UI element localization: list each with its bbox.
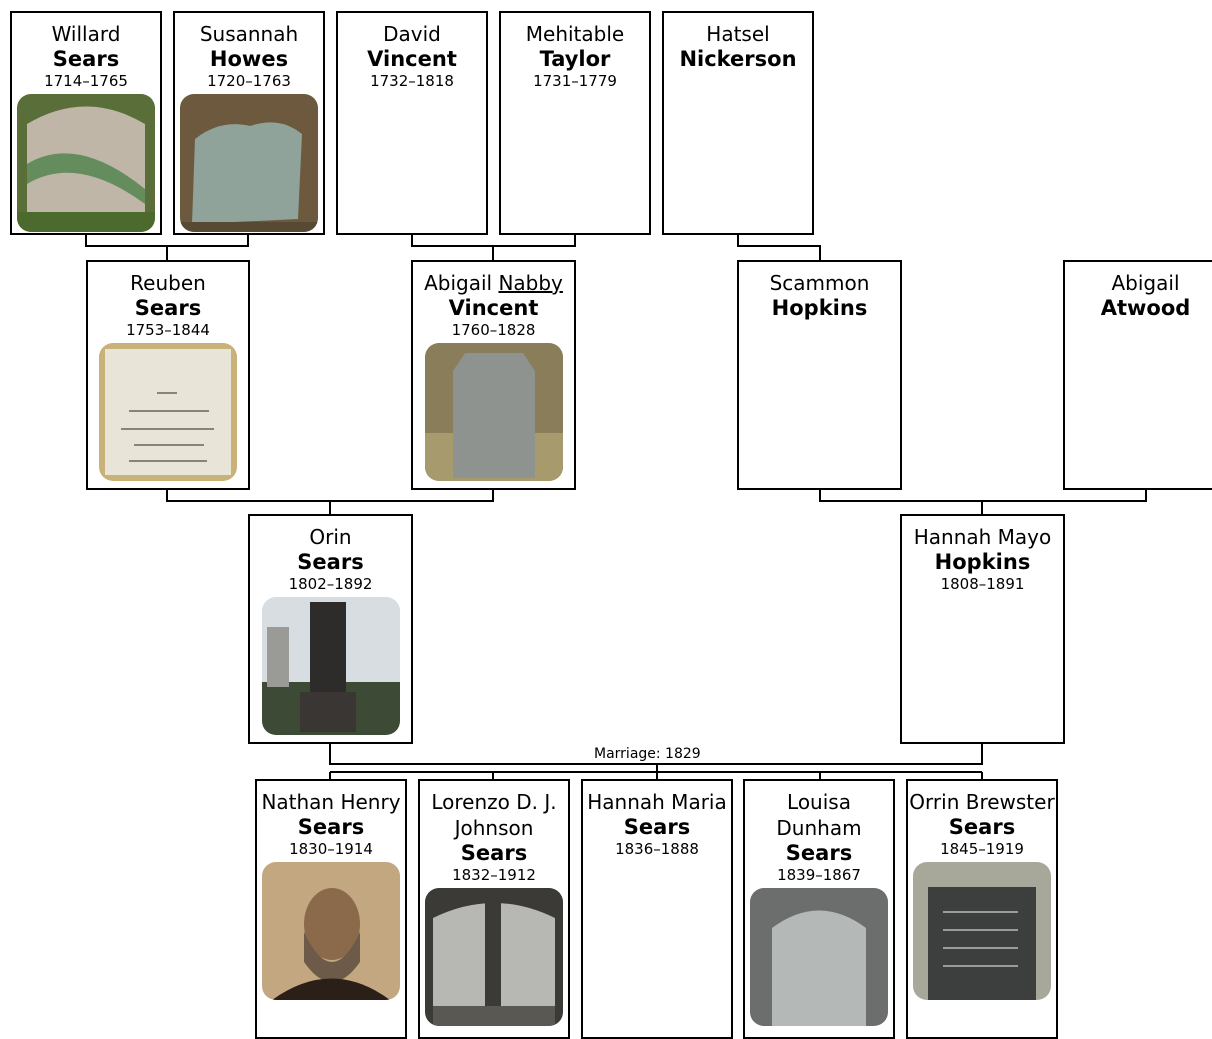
person-card-nathan-henry-sears[interactable]: Nathan Henry Sears 1830–1914 (255, 779, 407, 1039)
given-name: Hannah Maria (587, 790, 727, 814)
given-name: Lorenzo D. J. Johnson (431, 790, 557, 840)
surname: Hopkins (771, 296, 868, 320)
gravestone-photo[interactable] (180, 94, 318, 232)
person-card-orrin-brewster-sears[interactable]: Orrin Brewster Sears 1845–1919 (906, 779, 1058, 1039)
person-card-hatsel-nickerson[interactable]: Hatsel Nickerson (662, 11, 814, 235)
given-name: Hatsel (706, 22, 770, 46)
surname: Sears (297, 815, 365, 839)
given-name: Orrin Brewster (909, 790, 1055, 814)
person-card-lorenzo-sears[interactable]: Lorenzo D. J. Johnson Sears 1832–1912 (418, 779, 570, 1039)
gravestone-photo[interactable] (261, 597, 400, 735)
given-name: Abigail Nabby (413, 270, 574, 296)
gravestone-photo[interactable] (424, 343, 563, 481)
surname: Howes (209, 47, 289, 71)
surname: Nickerson (679, 47, 797, 71)
life-dates: 1720–1763 (207, 72, 291, 90)
surname: Hopkins (934, 550, 1031, 574)
life-dates: 1832–1912 (452, 866, 536, 884)
given-name: Reuben (130, 271, 206, 295)
surname: Sears (623, 815, 691, 839)
person-card-abigail-nabby-vincent[interactable]: Abigail Nabby Vincent 1760–1828 (411, 260, 576, 490)
life-dates: 1845–1919 (940, 840, 1024, 858)
person-card-hannah-maria-sears[interactable]: Hannah Maria Sears 1836–1888 (581, 779, 733, 1039)
person-card-david-vincent[interactable]: David Vincent 1732–1818 (336, 11, 488, 235)
person-card-orin-sears[interactable]: Orin Sears 1802–1892 (248, 514, 413, 744)
life-dates: 1732–1818 (370, 72, 454, 90)
portrait-photo[interactable] (262, 862, 400, 1000)
life-dates: 1836–1888 (615, 840, 699, 858)
life-dates: 1760–1828 (451, 321, 536, 339)
surname: Vincent (367, 47, 457, 71)
person-card-louisa-dunham-sears[interactable]: Louisa Dunham Sears 1839–1867 (743, 779, 895, 1039)
given-name: Scammon (769, 271, 870, 295)
life-dates: 1839–1867 (777, 866, 861, 884)
given-name: David (383, 22, 441, 46)
given-name: Susannah (199, 22, 299, 46)
surname: Sears (297, 550, 364, 574)
person-card-abigail-atwood[interactable]: Abigail Atwood (1063, 260, 1212, 490)
gravestone-photo[interactable] (99, 343, 237, 481)
marriage-label: Marriage: 1829 (593, 746, 702, 762)
gravestone-photo[interactable] (750, 888, 888, 1026)
surname: Vincent (448, 296, 539, 320)
person-card-mehitable-taylor[interactable]: Mehitable Taylor 1731–1779 (499, 11, 651, 235)
person-card-hannah-mayo-hopkins[interactable]: Hannah Mayo Hopkins 1808–1891 (900, 514, 1065, 744)
life-dates: 1714–1765 (44, 72, 128, 90)
surname: Sears (785, 841, 853, 865)
gravestone-photo[interactable] (425, 888, 563, 1026)
given-name: Abigail (1111, 271, 1180, 295)
surname: Sears (948, 815, 1016, 839)
gravestone-photo[interactable] (913, 862, 1051, 1000)
surname: Atwood (1100, 296, 1191, 320)
person-card-reuben-sears[interactable]: Reuben Sears 1753–1844 (86, 260, 250, 490)
given-first: Abigail (424, 271, 493, 295)
surname: Sears (52, 47, 120, 71)
nickname: Nabby (498, 271, 563, 295)
person-card-willard-sears[interactable]: Willard Sears 1714–1765 (10, 11, 162, 235)
given-name: Mehitable (525, 22, 625, 46)
life-dates: 1802–1892 (288, 575, 373, 593)
life-dates: 1808–1891 (940, 575, 1025, 593)
life-dates: 1731–1779 (533, 72, 617, 90)
life-dates: 1830–1914 (289, 840, 373, 858)
gravestone-photo[interactable] (17, 94, 155, 232)
given-name: Willard (51, 22, 121, 46)
given-name: Hannah Mayo (913, 525, 1052, 549)
surname: Sears (134, 296, 202, 320)
given-name: Louisa Dunham (776, 790, 862, 840)
given-name: Orin (309, 525, 352, 549)
surname: Sears (460, 841, 528, 865)
surname: Taylor (539, 47, 611, 71)
person-card-susannah-howes[interactable]: Susannah Howes 1720–1763 (173, 11, 325, 235)
life-dates: 1753–1844 (126, 321, 210, 339)
given-name: Nathan Henry (261, 790, 401, 814)
person-card-scammon-hopkins[interactable]: Scammon Hopkins (737, 260, 902, 490)
